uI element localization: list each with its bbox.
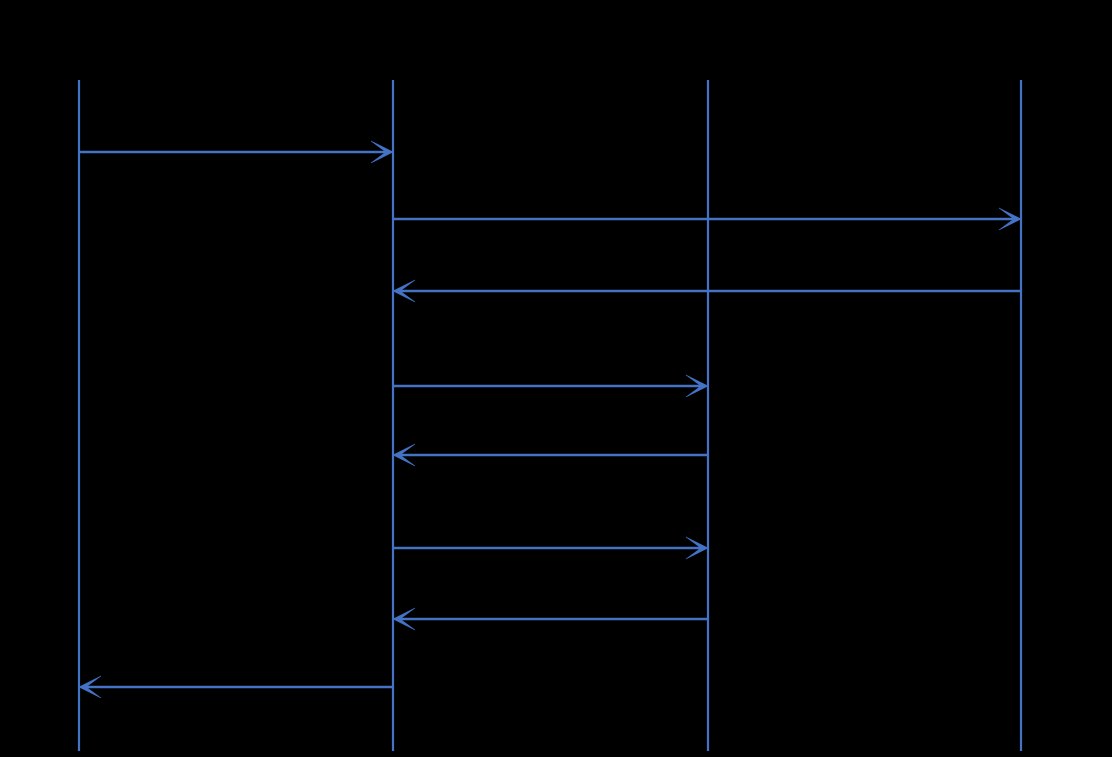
message-arrowhead xyxy=(685,536,709,560)
message-3[interactable] xyxy=(392,279,1021,303)
message-6[interactable] xyxy=(393,536,709,560)
message-2[interactable] xyxy=(393,207,1022,231)
message-arrowhead xyxy=(998,207,1022,231)
message-7[interactable] xyxy=(392,607,708,631)
message-arrowhead xyxy=(392,443,416,467)
message-5[interactable] xyxy=(392,443,708,467)
message-arrowhead xyxy=(370,140,394,164)
message-1[interactable] xyxy=(79,140,394,164)
message-arrowhead xyxy=(392,279,416,303)
message-arrowhead xyxy=(78,675,102,699)
message-4[interactable] xyxy=(393,374,709,398)
messages-group xyxy=(78,140,1022,699)
message-8[interactable] xyxy=(78,675,393,699)
message-arrowhead xyxy=(685,374,709,398)
lifelines-group xyxy=(77,80,1023,751)
message-arrowhead xyxy=(392,607,416,631)
